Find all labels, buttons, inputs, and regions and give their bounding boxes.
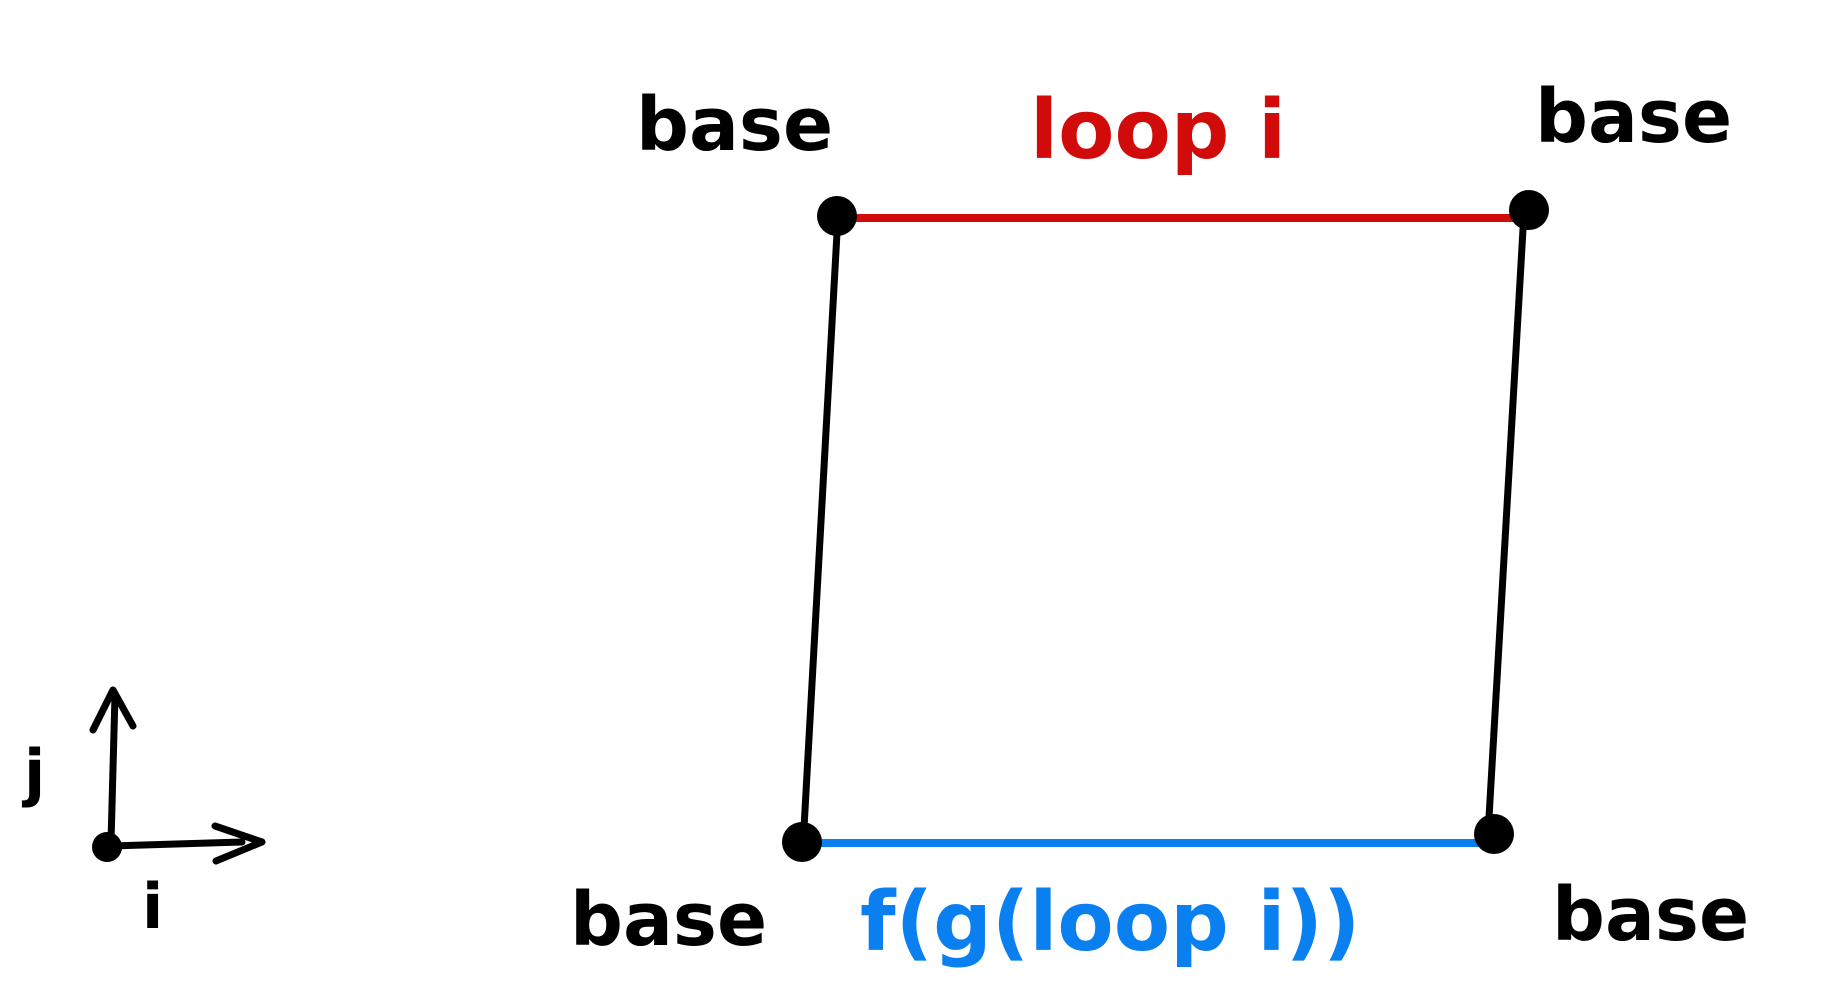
axis-vertical	[107, 691, 119, 846]
point-top-right	[1509, 190, 1549, 230]
axis-origin-point	[92, 832, 122, 862]
left-edge	[799, 211, 842, 850]
label-base-top-right: base	[1535, 74, 1732, 160]
label-axis-vertical: j	[21, 736, 45, 809]
axis-vertical-arrowhead-icon	[89, 686, 137, 734]
label-base-bottom-right: base	[1552, 872, 1749, 958]
label-top-edge: loop i	[1030, 83, 1286, 178]
axis-horizontal	[106, 838, 246, 850]
label-base-bottom-left: base	[570, 877, 767, 963]
point-top-left	[817, 196, 857, 236]
right-edge	[1484, 208, 1528, 839]
point-bottom-left	[782, 822, 822, 862]
axis-horizontal-arrowhead-icon	[211, 822, 266, 865]
label-axis-horizontal: i	[142, 870, 163, 943]
label-base-top-left: base	[636, 82, 833, 168]
label-bottom-edge: f(g(loop i))	[860, 875, 1360, 970]
point-bottom-right	[1474, 814, 1514, 854]
